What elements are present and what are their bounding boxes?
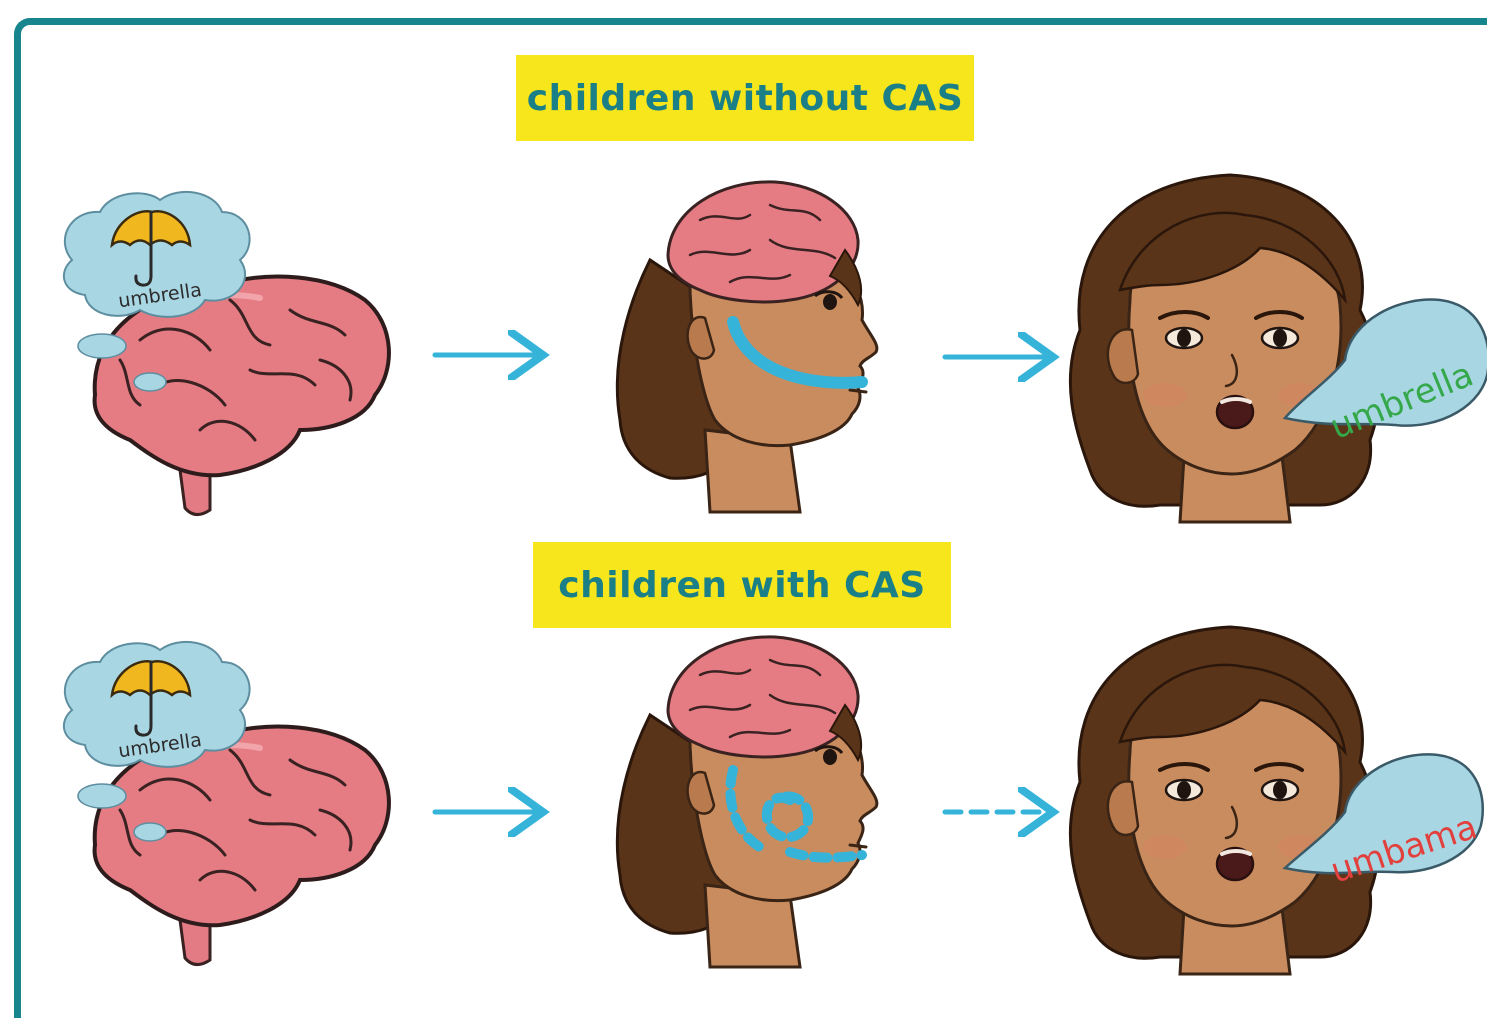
profile-head-bottom: [617, 637, 877, 967]
illustration: umbrella umbrella umbrella umbama: [0, 0, 1487, 994]
top-row: umbrella umbrella: [64, 175, 1487, 522]
front-head-bottom: [1070, 627, 1378, 974]
brain-with-thought-top: [64, 192, 389, 515]
bottom-row: umbrella umbama: [64, 627, 1483, 974]
front-head-top: [1070, 175, 1378, 522]
brain-with-thought-bottom: [64, 642, 389, 965]
